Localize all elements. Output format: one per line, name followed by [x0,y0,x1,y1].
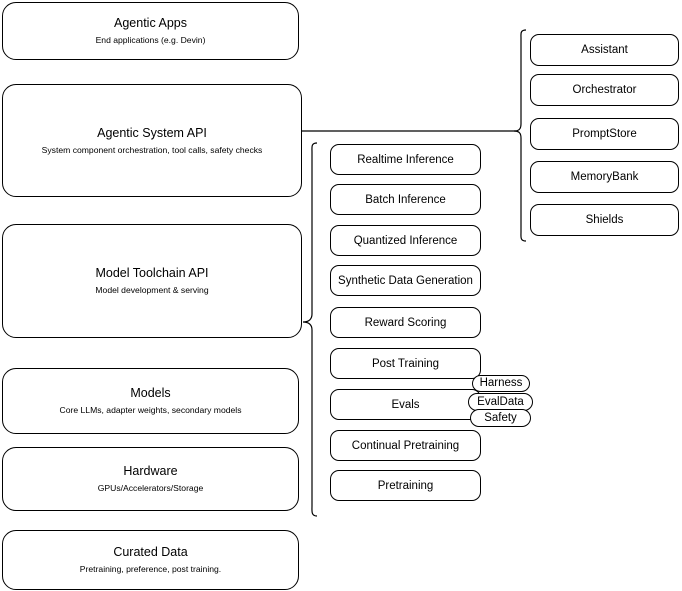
layer-subtitle: System component orchestration, tool cal… [41,144,263,155]
brace-toolchain-components [302,142,318,517]
component-label: Orchestrator [572,84,637,96]
component-label: Reward Scoring [364,316,447,329]
component-label: Continual Pretraining [351,439,460,452]
component-label: Shields [585,214,624,226]
layer-title: Model Toolchain API [95,266,209,280]
stack-layer-models[interactable]: Models Core LLMs, adapter weights, secon… [2,368,299,434]
layer-subtitle: Model development & serving [95,285,209,295]
agentic-component-promptstore[interactable]: PromptStore [530,118,679,150]
toolchain-component-reward-scoring[interactable]: Reward Scoring [330,307,481,338]
toolchain-component-continual-pretraining[interactable]: Continual Pretraining [330,430,481,461]
layer-subtitle: Core LLMs, adapter weights, secondary mo… [59,405,242,415]
stack-layer-curated-data[interactable]: Curated Data Pretraining, preference, po… [2,530,299,590]
component-label: Realtime Inference [357,153,454,166]
brace-agentic-components [513,29,527,242]
component-label: Pretraining [377,479,434,492]
component-label: Quantized Inference [353,234,458,247]
layer-subtitle: GPUs/Accelerators/Storage [97,483,204,493]
component-label: Synthetic Data Generation [338,274,473,287]
eval-tag-label: EvalData [477,395,524,408]
agentic-component-orchestrator[interactable]: Orchestrator [530,74,679,106]
eval-tag-label: Safety [484,411,517,424]
agentic-component-shields[interactable]: Shields [530,204,679,236]
eval-tag-harness[interactable]: Harness [472,375,530,392]
layer-title: Agentic Apps [114,16,187,30]
toolchain-component-pretraining[interactable]: Pretraining [330,470,481,501]
toolchain-component-evals[interactable]: Evals [330,389,481,420]
layer-title: Curated Data [113,545,188,559]
eval-tag-safety[interactable]: Safety [470,409,531,427]
layer-subtitle: Pretraining, preference, post training. [79,564,222,574]
component-label: Batch Inference [365,193,446,206]
agentic-component-memorybank[interactable]: MemoryBank [530,161,679,193]
eval-tag-label: Harness [479,377,523,389]
component-label: Evals [391,398,420,411]
layer-title: Agentic System API [97,125,207,140]
toolchain-component-batch-inference[interactable]: Batch Inference [330,184,481,215]
layer-title: Models [130,386,171,400]
agentic-component-assistant[interactable]: Assistant [530,34,679,66]
component-label: PromptStore [572,128,637,140]
eval-tag-evaldata[interactable]: EvalData [468,393,533,411]
toolchain-component-quantized-inference[interactable]: Quantized Inference [330,225,481,256]
layer-title: Hardware [123,464,178,478]
stack-layer-hardware[interactable]: Hardware GPUs/Accelerators/Storage [2,447,299,511]
stack-layer-model-toolchain-api[interactable]: Model Toolchain API Model development & … [2,224,302,338]
component-label: Assistant [581,44,628,56]
component-label: MemoryBank [570,171,639,183]
toolchain-component-post-training[interactable]: Post Training [330,348,481,379]
component-label: Post Training [371,357,440,370]
toolchain-component-synthetic-data-generation[interactable]: Synthetic Data Generation [330,265,481,296]
toolchain-component-realtime-inference[interactable]: Realtime Inference [330,144,481,175]
stack-layer-agentic-apps[interactable]: Agentic Apps End applications (e.g. Devi… [2,2,299,60]
connector-agentic-system-api [302,130,516,132]
layer-subtitle: End applications (e.g. Devin) [95,35,206,45]
stack-layer-agentic-system-api[interactable]: Agentic System API System component orch… [2,84,302,197]
